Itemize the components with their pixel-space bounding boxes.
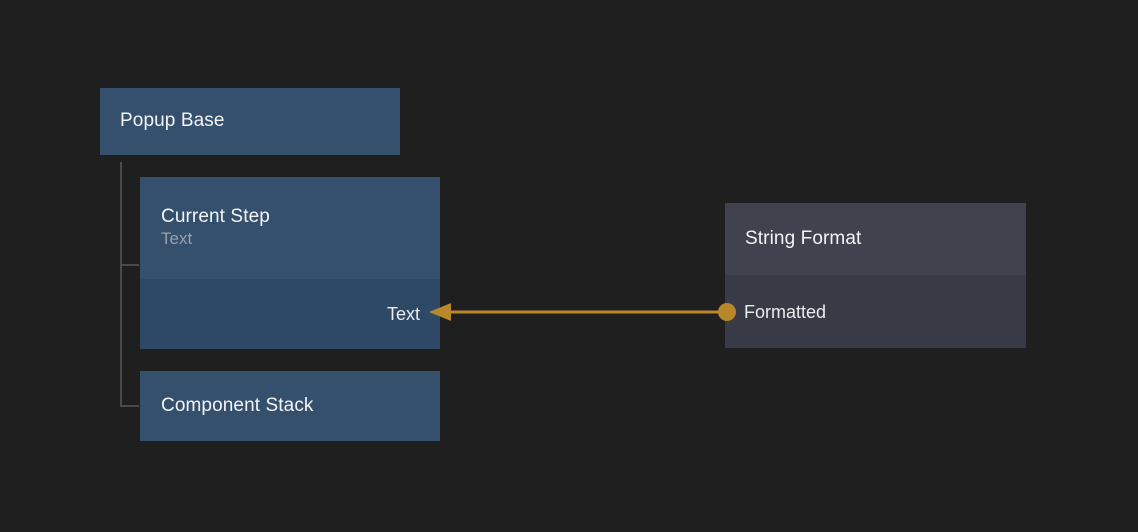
tree-trunk-line (120, 162, 122, 407)
node-current-step[interactable]: Current Step Text Text (140, 177, 440, 349)
tree-stub-current-step (120, 264, 139, 266)
node-popup-base-header: Popup Base (100, 88, 400, 155)
node-current-step-subtitle: Text (161, 229, 193, 249)
output-slot-formatted[interactable]: Formatted (725, 300, 826, 324)
node-string-format-body: Formatted (725, 275, 1026, 348)
input-slot-text[interactable]: Text (387, 302, 440, 326)
node-current-step-body: Text (140, 279, 440, 349)
edge-formatted-to-text[interactable] (429, 303, 736, 321)
input-slot-text-label: Text (386, 303, 420, 324)
output-slot-formatted-label: Formatted (744, 301, 827, 322)
node-string-format[interactable]: String Format Formatted (725, 203, 1026, 348)
node-string-format-title: String Format (745, 227, 862, 249)
node-string-format-header: String Format (725, 203, 1026, 275)
node-popup-base[interactable]: Popup Base (100, 88, 400, 155)
node-current-step-title: Current Step (161, 206, 270, 228)
tree-stub-component-stack (120, 405, 139, 407)
node-component-stack[interactable]: Component Stack (140, 371, 440, 441)
node-component-stack-header: Component Stack (140, 371, 440, 441)
node-popup-base-title: Popup Base (120, 110, 225, 132)
node-component-stack-title: Component Stack (161, 394, 314, 416)
node-current-step-header: Current Step Text (140, 177, 440, 279)
